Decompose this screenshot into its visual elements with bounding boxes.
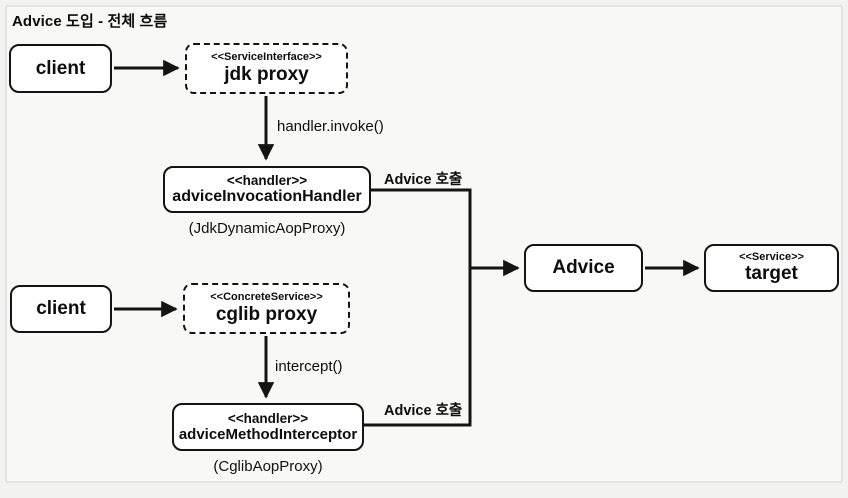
advice-invocation-handler-label: adviceInvocationHandler (172, 188, 362, 206)
node-client-top: client (9, 44, 112, 93)
node-advice-method-interceptor: <<handler>> adviceMethodInterceptor (172, 403, 364, 451)
edge-label-advice-call-top: Advice 호출 (384, 172, 463, 188)
node-client-bottom: client (10, 285, 112, 333)
advice-method-interceptor-stereotype: <<handler>> (227, 410, 309, 426)
advice-method-interceptor-label: adviceMethodInterceptor (178, 426, 358, 444)
node-jdk-proxy: <<ServiceInterface>> jdk proxy (185, 43, 348, 94)
node-target: <<Service>> target (704, 244, 839, 292)
target-stereotype: <<Service>> (739, 250, 804, 263)
advice-invocation-handler-stereotype: <<handler>> (226, 172, 308, 188)
client-bottom-label: client (36, 298, 86, 320)
cglib-proxy-stereotype: <<ConcreteService>> (210, 291, 323, 304)
edge-label-intercept: intercept() (275, 358, 343, 375)
diagram-title: Advice 도입 - 전체 흐름 (12, 13, 168, 30)
target-label: target (745, 263, 798, 285)
caption-jdk-dynamic-aop-proxy: (JdkDynamicAopProxy) (188, 220, 346, 237)
client-top-label: client (35, 57, 86, 79)
edge-label-advice-call-bottom: Advice 호출 (384, 403, 463, 419)
jdk-proxy-stereotype: <<ServiceInterface>> (211, 51, 322, 64)
node-cglib-proxy: <<ConcreteService>> cglib proxy (183, 283, 350, 334)
edge-label-handler-invoke: handler.invoke() (277, 118, 384, 135)
advice-label: Advice (552, 257, 615, 279)
jdk-proxy-label: jdk proxy (224, 63, 309, 85)
cglib-proxy-label: cglib proxy (215, 303, 318, 325)
node-advice-invocation-handler: <<handler>> adviceInvocationHandler (163, 166, 371, 213)
caption-cglib-aop-proxy: (CglibAopProxy) (213, 458, 323, 475)
node-advice: Advice (524, 244, 643, 292)
